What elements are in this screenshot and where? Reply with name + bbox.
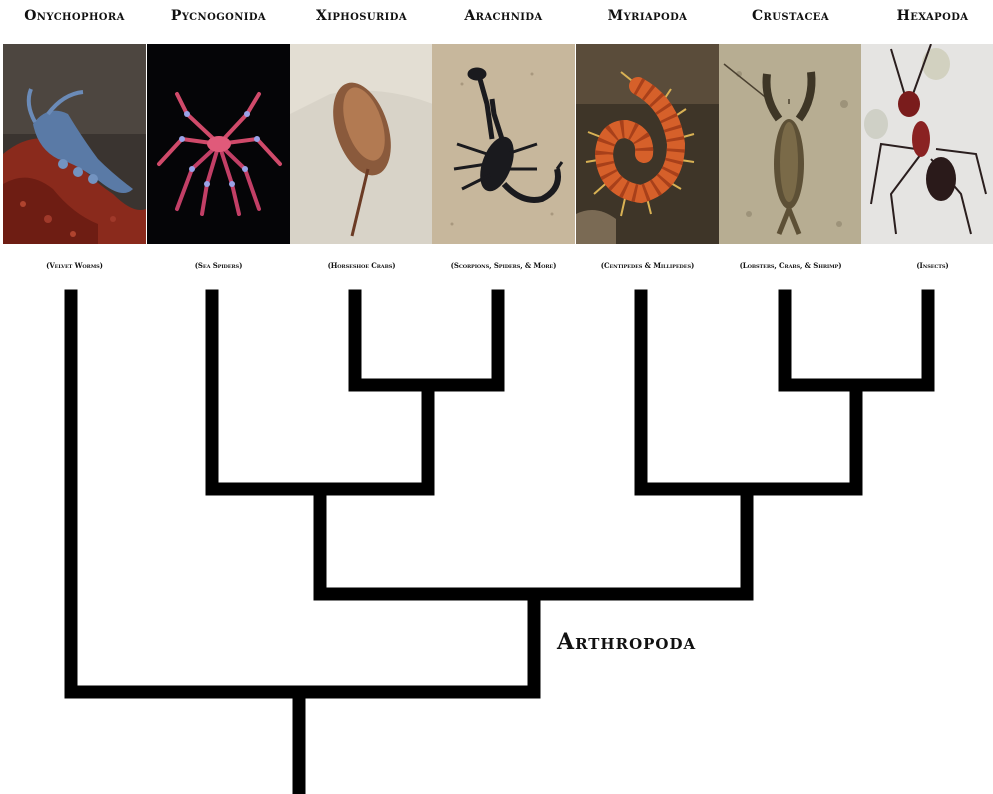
clade-label-arthropoda: Arthropoda bbox=[557, 629, 696, 655]
